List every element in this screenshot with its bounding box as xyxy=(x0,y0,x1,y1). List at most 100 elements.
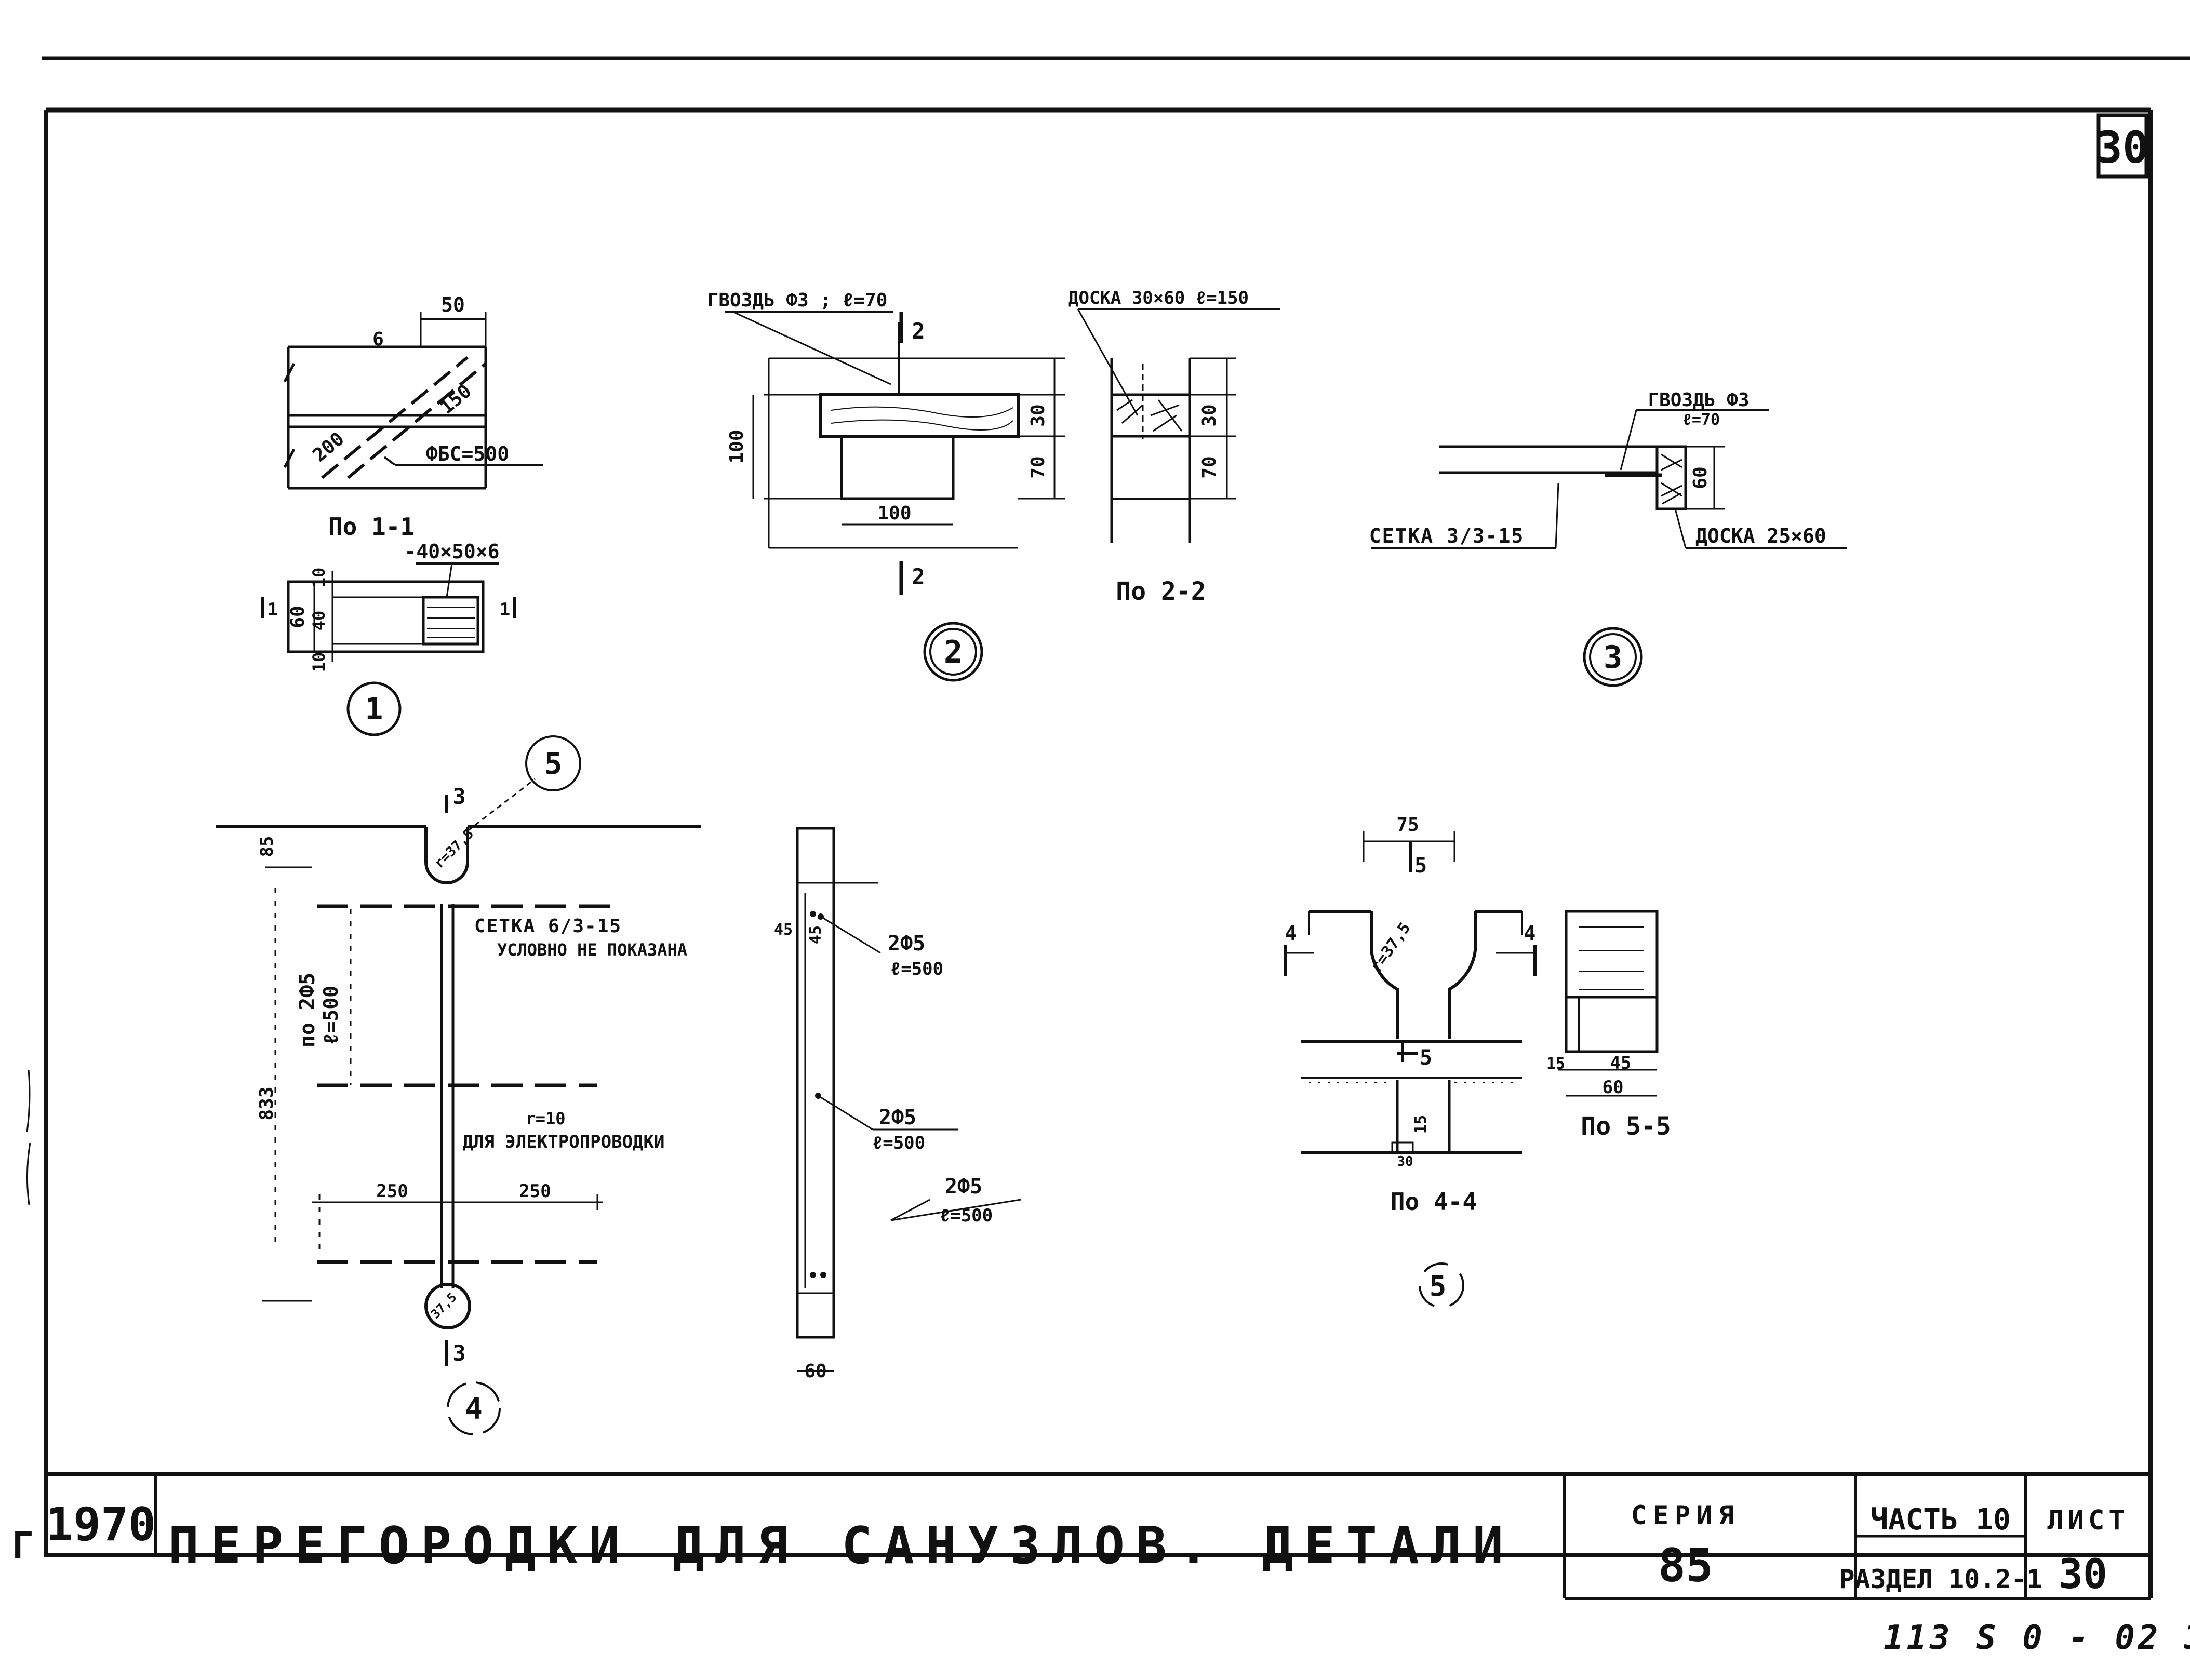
d2-dim-70: 70 xyxy=(1027,456,1049,478)
d4-rebar-vert-1: по 2Ф5 xyxy=(296,973,319,1048)
part-label: ЧАСТЬ 10 xyxy=(1871,1503,2011,1537)
d3-marker-circle-inner xyxy=(1589,633,1637,681)
d5-dim-15: 15 xyxy=(1412,1115,1430,1134)
d5-section44: По 4-4 xyxy=(1391,1188,1477,1216)
d5-cut4-right: 4 xyxy=(1524,922,1536,945)
d1-dim-40: 40 xyxy=(309,611,329,631)
d4-rebar-c-2: ℓ=500 xyxy=(940,1205,993,1226)
d5-marker-circle xyxy=(1419,1262,1464,1308)
d5-section55: По 5-5 xyxy=(1581,1112,1671,1141)
d1-marker: 1 xyxy=(365,691,383,727)
drawing-title: ПЕРЕГОРОДКИ ДЛЯ САНУЗЛОВ. ДЕТАЛИ xyxy=(168,1516,1515,1576)
series-label: СЕРИЯ xyxy=(1631,1500,1741,1530)
d1-dim-10a: 10 xyxy=(309,568,329,588)
d4-rebar-b-1: 2Ф5 xyxy=(879,1106,916,1130)
d5-dim-15b: 15 xyxy=(1546,1055,1565,1073)
d5-cut5-bottom: 5 xyxy=(1420,1046,1432,1070)
d1-dim-200: 200 xyxy=(309,428,349,466)
detail-1-section xyxy=(261,562,516,662)
d3-marker-circle xyxy=(1583,627,1643,687)
d4-mesh-note-2: УСЛОВНО НЕ ПОКАЗАНА xyxy=(497,940,687,960)
d3-marker: 3 xyxy=(1604,639,1622,676)
d1-section-title: По 1-1 xyxy=(328,513,415,541)
d4-dim-250b: 250 xyxy=(519,1181,551,1202)
d2-dim-70b: 70 xyxy=(1199,456,1220,478)
d4-rebar-b-2: ℓ=500 xyxy=(872,1133,925,1153)
d4-mesh-note-1: СЕТКА 6/3-15 xyxy=(474,916,622,937)
d2-marker-circle xyxy=(923,622,983,682)
d5-marker: 5 xyxy=(1430,1270,1447,1302)
d4-dim-85: 85 xyxy=(257,836,277,857)
sheet-number: 30 xyxy=(2096,122,2148,173)
section-label: РАЗДЕЛ 10.2-1 xyxy=(1839,1564,2042,1594)
d4-rebar-c-1: 2Ф5 xyxy=(945,1175,982,1199)
d4-dim-833: 833 xyxy=(256,1086,277,1120)
series-value: 85 xyxy=(1658,1539,1713,1592)
d4-cut-top: 3 xyxy=(452,784,465,809)
d5-dim-30: 30 xyxy=(1397,1154,1413,1170)
d1-dim-150: 150 xyxy=(436,381,476,419)
d1-dim-60: 60 xyxy=(287,606,309,628)
d3-dim-60: 60 xyxy=(1690,466,1711,489)
detail-1-plan xyxy=(283,312,543,490)
d2-dim-100-h: 100 xyxy=(877,503,911,524)
detail-3 xyxy=(1371,409,1847,549)
year-label: 1970 xyxy=(46,1498,156,1551)
detail-4-elevation xyxy=(216,778,701,1366)
d5-cut4-left: 4 xyxy=(1285,922,1297,945)
d4-radius-bottom: 37,5 xyxy=(428,1290,460,1322)
d1-marker-circle xyxy=(346,681,402,736)
sheet-value: 30 xyxy=(2059,1551,2107,1598)
d3-board: ДОСКА 25×60 xyxy=(1695,525,1826,547)
d3-mesh: СЕТКА 3/3-15 xyxy=(1369,525,1525,547)
d2-marker-circle-inner xyxy=(929,628,977,676)
d2-cut-top: 2 xyxy=(912,318,925,344)
detail-2-elevation xyxy=(725,311,1065,595)
d2-nail: ГВОЗДЬ Ф3 ; ℓ=70 xyxy=(707,290,888,311)
d1-dim-50: 50 xyxy=(441,293,465,316)
detail-4-section xyxy=(796,827,1021,1372)
d4-cut-bottom: 3 xyxy=(452,1340,465,1366)
d2-dim-30b: 30 xyxy=(1199,404,1220,426)
d4-dim-250a: 250 xyxy=(376,1181,408,1202)
sheet-frame xyxy=(42,56,2190,1555)
detail-5-plan xyxy=(1284,831,1537,1154)
d2-dim-100-v: 100 xyxy=(726,429,747,463)
d1-dim-6: 6 xyxy=(372,329,384,350)
margin-letter: Г xyxy=(12,1524,34,1567)
d1-dim-10b: 10 xyxy=(309,652,329,673)
d2-cut-bottom: 2 xyxy=(912,564,925,589)
d2-section-title: По 2-2 xyxy=(1116,577,1206,606)
detail-2-section xyxy=(1077,308,1280,543)
d5-dim-45: 45 xyxy=(1610,1053,1632,1073)
d5-dim-60: 60 xyxy=(1603,1077,1624,1098)
margin-handwriting xyxy=(26,1069,31,1205)
d1-cut-right: 1 xyxy=(500,599,510,620)
d1-rebar: ФБС=500 xyxy=(426,442,509,465)
d5-dim-75: 75 xyxy=(1396,814,1419,836)
bottom-note: 113 Ѕ 0 - 02 31 xyxy=(1884,1619,2190,1657)
d2-board: ДОСКА 30×60 ℓ=150 xyxy=(1068,288,1249,308)
d4-rebar-vert-2: ℓ=500 xyxy=(319,986,342,1045)
d4-dim-60: 60 xyxy=(804,1361,826,1382)
d4-rebar-a-1: 2Ф5 xyxy=(888,932,925,956)
d5-radius: r=37,5 xyxy=(1367,919,1414,976)
d2-marker: 2 xyxy=(944,634,963,670)
d4-sec-45a: 45 xyxy=(774,921,793,939)
d4-rebar-a-2: ℓ=500 xyxy=(890,959,943,979)
d4-radius-top: r=37,5 xyxy=(432,826,477,872)
sheet-label: ЛИСТ xyxy=(2047,1505,2129,1536)
d3-nail: ГВОЗДЬ Ф3 xyxy=(1648,389,1749,411)
d4-marker: 4 xyxy=(465,1392,483,1426)
d4-sec-45b: 45 xyxy=(807,925,825,944)
detail-5-section xyxy=(1558,910,1659,1097)
d1-cut-left: 1 xyxy=(268,599,278,620)
d4-marker-circle xyxy=(447,1381,501,1435)
d4-wiring-2: ДЛЯ ЭЛЕКТРОПРОВОДКИ xyxy=(463,1132,665,1152)
d3-nail-len: ℓ=70 xyxy=(1682,411,1720,429)
d4-callout-5: 5 xyxy=(544,746,563,781)
d4-wiring-1: r=10 xyxy=(525,1109,565,1128)
d1-plate: -40×50×6 xyxy=(404,540,499,563)
d4-callout-5-circle xyxy=(525,735,581,791)
